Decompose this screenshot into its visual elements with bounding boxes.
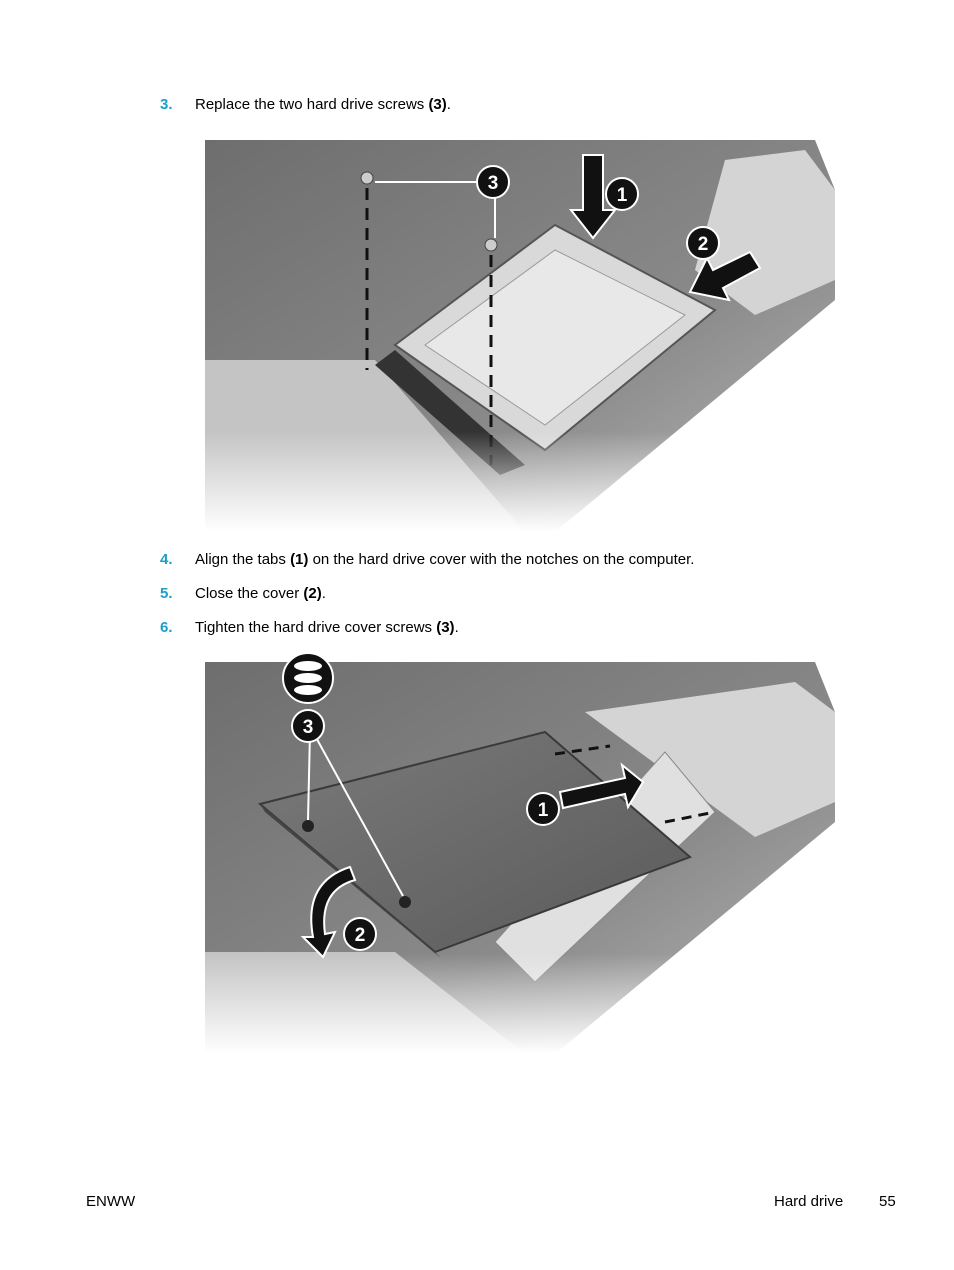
footer-section: Hard drive xyxy=(774,1193,844,1210)
page-number: 55 xyxy=(879,1193,896,1210)
step-text: Tighten the hard drive cover screws (3). xyxy=(195,619,459,636)
step-number: 6. xyxy=(160,619,173,636)
step-number: 4. xyxy=(160,551,173,568)
footer-publisher: ENWW xyxy=(86,1193,136,1210)
step-number: 3. xyxy=(160,96,173,113)
figure-replace-screws: 3 1 2 xyxy=(195,130,837,532)
hard-drive-bay-illustration: 3 1 2 xyxy=(195,130,837,532)
step-number: 5. xyxy=(160,585,173,602)
figure-close-cover: 3 1 2 xyxy=(195,652,837,1054)
hard-drive-cover-illustration: 3 1 2 xyxy=(195,652,837,1054)
step-text: Align the tabs (1) on the hard drive cov… xyxy=(195,551,695,568)
step-text: Replace the two hard drive screws (3). xyxy=(195,96,451,113)
step-text: Close the cover (2). xyxy=(195,585,326,602)
